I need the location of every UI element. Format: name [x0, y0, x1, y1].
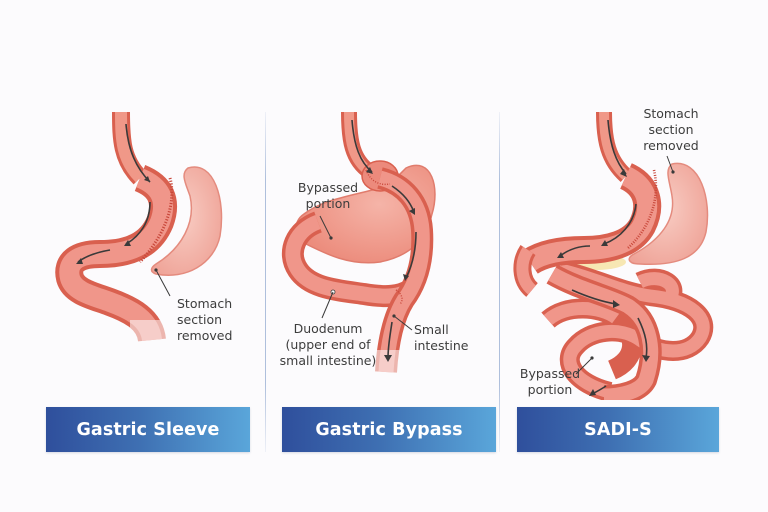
label-bypassed-portion: Bypassed portion [519, 366, 581, 397]
staple-line [138, 177, 174, 264]
title-gastric-bypass: Gastric Bypass [282, 407, 496, 452]
panel-gastric-sleeve: Stomach section removed Gastric Sleeve [0, 0, 265, 512]
removed-stomach-section [628, 162, 709, 266]
divider-1 [265, 112, 266, 452]
label-bypassed-portion: Bypassed portion [297, 180, 359, 211]
sadi-s-illustration [513, 111, 714, 400]
title-gastric-sleeve: Gastric Sleeve [46, 407, 250, 452]
divider-2 [499, 112, 500, 452]
title-sadi-s: SADI-S [517, 407, 719, 452]
label-small-intestine: Small intestine [414, 322, 469, 353]
panel-sadi-s: Stomach section removed Bypassed portion… [500, 0, 768, 512]
panel-gastric-bypass: Bypassed portion Duodenum (upper end of … [266, 0, 499, 512]
staple-lines [365, 169, 403, 305]
staple-lines [627, 169, 658, 249]
removed-pointer-line [155, 269, 171, 297]
label-duodenum: Duodenum (upper end of small intestine) [279, 321, 377, 368]
gastric-sleeve-illustration [55, 111, 223, 346]
label-stomach-section-removed: Stomach section removed [643, 106, 699, 153]
gastric-bypass-illustration [281, 111, 436, 376]
label-stomach-section-removed: Stomach section removed [177, 296, 233, 343]
removed-stomach-section [150, 166, 223, 276]
